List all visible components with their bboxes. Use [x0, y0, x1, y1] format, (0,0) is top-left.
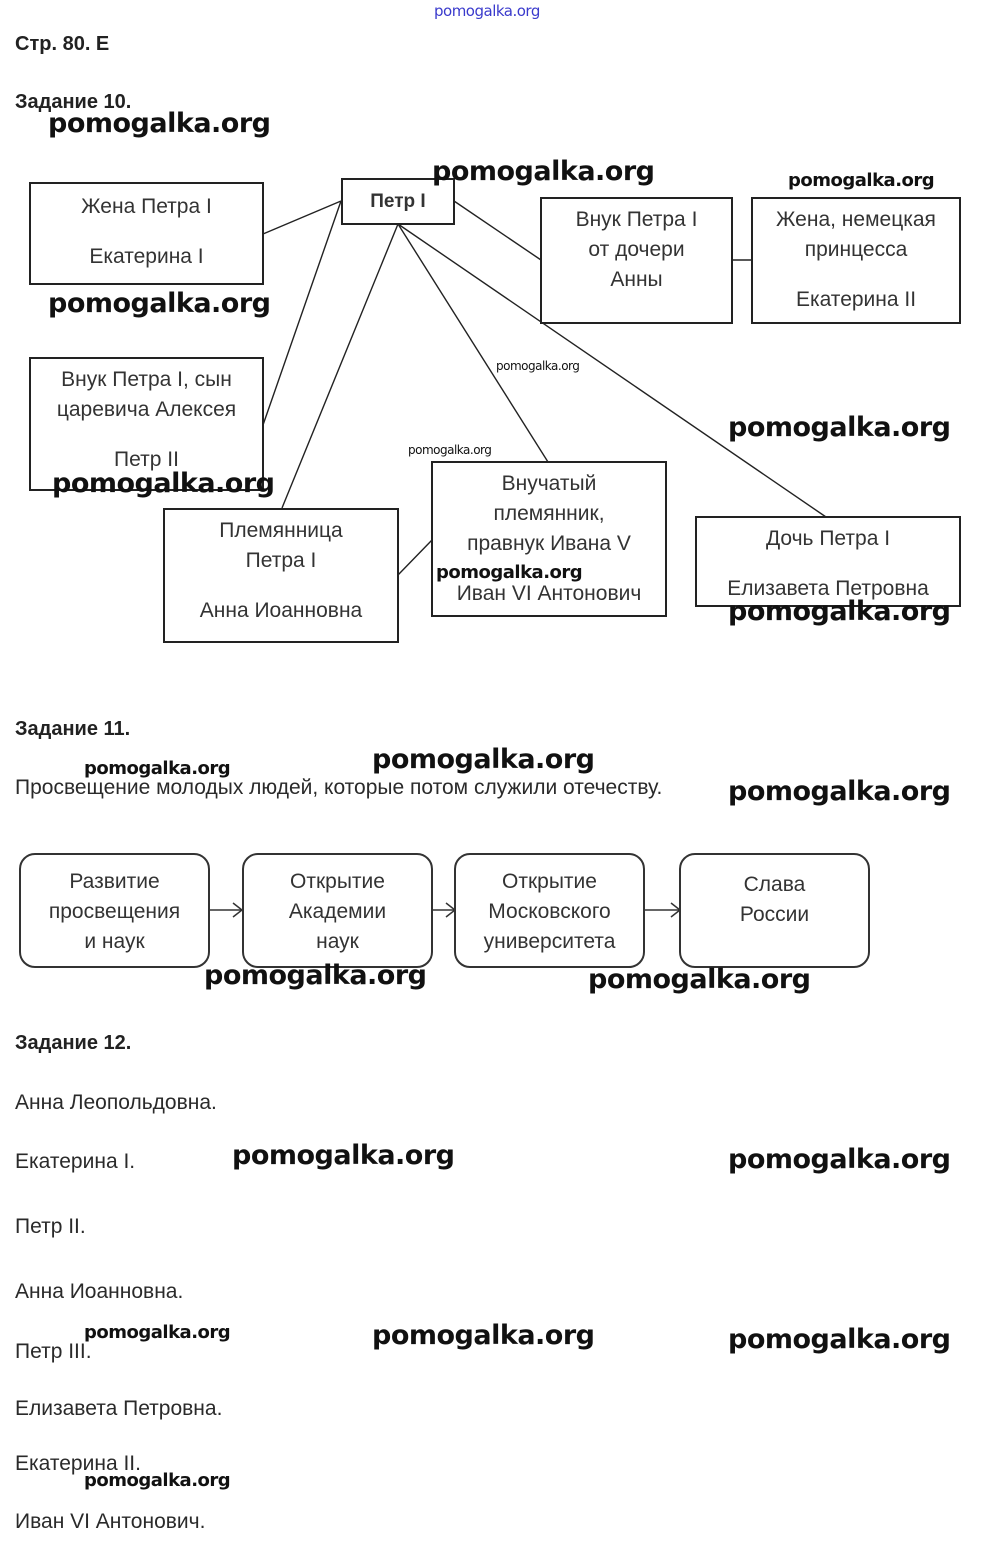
connector-niece-nephew: [397, 539, 433, 576]
node-wife: Жена Петра I Екатерина I: [29, 182, 264, 285]
text-line: от дочери: [588, 238, 685, 261]
list-item: Анна Леопольдовна.: [15, 1091, 217, 1114]
node-wife-relation: Жена Петра I: [81, 195, 212, 218]
list-item: Екатерина II.: [15, 1452, 141, 1475]
node-daughter: Дочь Петра I Елизавета Петровна: [695, 516, 961, 607]
task10-heading: Задание 10.: [15, 91, 132, 113]
watermark: pomogalka.org: [496, 359, 580, 373]
flow-step-4: Слава России: [679, 853, 870, 968]
text-line: Екатерина II: [795, 288, 917, 311]
list-item: Анна Иоанновна.: [15, 1280, 184, 1303]
node-wife-princess: Жена, немецкая принцесса Екатерина II: [751, 197, 961, 324]
connector-great-nephew: [397, 223, 549, 463]
text-line: Иван VI Антонович: [456, 582, 642, 605]
text-line: и наук: [84, 930, 145, 953]
watermark: pomogalka.org: [436, 562, 583, 583]
flow-step-1: Развитие просвещения и наук: [19, 853, 210, 968]
text-line: Развитие: [69, 870, 160, 893]
watermark: pomogalka.org: [84, 1322, 231, 1343]
page-header: Стр. 80. Е: [15, 33, 110, 55]
text-line: Племянница: [219, 519, 343, 542]
list-item: Петр III.: [15, 1340, 92, 1363]
watermark: pomogalka.org: [432, 156, 655, 187]
list-item: Иван VI Антонович.: [15, 1510, 206, 1533]
text-line: Дочь Петра I: [765, 527, 891, 550]
task12-heading: Задание 12.: [15, 1032, 132, 1054]
watermark: pomogalka.org: [728, 776, 951, 807]
center-label: Петр I: [370, 190, 426, 212]
text-line: Петр II: [114, 448, 179, 471]
node-great-nephew: Внучатый племянник, правнук Ивана V Иван…: [431, 461, 667, 617]
watermark: pomogalka.org: [48, 288, 271, 319]
watermark: pomogalka.org: [728, 412, 951, 443]
text-line: просвещения: [48, 900, 181, 923]
text-line: Открытие: [502, 870, 597, 893]
watermark-top[interactable]: pomogalka.org: [434, 2, 540, 20]
watermark: pomogalka.org: [204, 960, 427, 991]
node-niece: Племянница Петра I Анна Иоанновна: [163, 508, 399, 643]
watermark: pomogalka.org: [728, 1144, 951, 1175]
text-line: Московского: [488, 900, 611, 923]
text-line: Открытие: [290, 870, 385, 893]
watermark: pomogalka.org: [788, 170, 935, 191]
watermark: pomogalka.org: [84, 1470, 231, 1491]
task11-answer: Просвещение молодых людей, которые потом…: [15, 776, 663, 799]
watermark: pomogalka.org: [84, 758, 231, 779]
watermark: pomogalka.org: [232, 1140, 455, 1171]
watermark: pomogalka.org: [372, 744, 595, 775]
flow-step-3: Открытие Московского университета: [454, 853, 645, 968]
connector-daughter: [397, 223, 827, 518]
list-item: Елизавета Петровна.: [15, 1397, 223, 1420]
list-item: Петр II.: [15, 1215, 86, 1238]
text-line: царевича Алексея: [56, 398, 237, 421]
text-line: университета: [483, 930, 616, 953]
watermark: pomogalka.org: [52, 468, 275, 499]
node-center-petr-i: Петр I: [341, 178, 455, 225]
text-line: Петра I: [245, 549, 317, 572]
node-grandson-alexey: Внук Петра I, сын царевича Алексея Петр …: [29, 357, 264, 491]
text-line: племянник,: [493, 502, 605, 525]
text-line: правнук Ивана V: [467, 532, 631, 555]
text-line: Елизавета Петровна: [727, 577, 929, 600]
watermark: pomogalka.org: [372, 1320, 595, 1351]
text-line: принцесса: [804, 238, 908, 261]
flow-step-2: Открытие Академии наук: [242, 853, 433, 968]
connector-grandson-anna: [453, 200, 542, 261]
task11-heading: Задание 11.: [15, 718, 131, 740]
text-line: Анна Иоанновна: [199, 599, 363, 622]
watermark: pomogalka.org: [588, 964, 811, 995]
watermark: pomogalka.org: [48, 108, 271, 139]
list-item: Екатерина I.: [15, 1150, 136, 1173]
text-line: Академии: [288, 900, 387, 923]
watermark: pomogalka.org: [728, 1324, 951, 1355]
connector-wife: [262, 200, 342, 235]
node-wife-name: Екатерина I: [89, 245, 204, 268]
text-line: Жена, немецкая: [776, 208, 936, 231]
connector-niece: [281, 223, 399, 509]
text-line: Слава: [743, 873, 806, 896]
text-line: Внук Петра I: [575, 208, 698, 231]
text-line: России: [739, 903, 810, 926]
text-line: Внучатый: [501, 472, 597, 495]
node-grandson-anna: Внук Петра I от дочери Анны: [540, 197, 733, 324]
watermark: pomogalka.org: [408, 443, 492, 457]
text-line: Внук Петра I, сын: [61, 368, 232, 391]
watermark: pomogalka.org: [728, 596, 951, 627]
connector-grandson-alexey: [262, 200, 342, 426]
text-line: Анны: [610, 268, 663, 291]
text-line: наук: [316, 930, 359, 953]
